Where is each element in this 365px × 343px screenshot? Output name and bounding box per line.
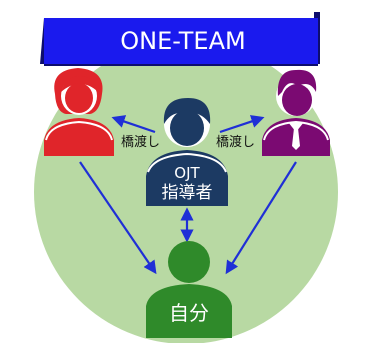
- team-member-left-icon: [44, 68, 114, 156]
- arrow-mentor-to-left: [111, 115, 156, 134]
- banner-title: ONE-TEAM: [120, 27, 245, 55]
- relation-arrows: [79, 115, 297, 275]
- arrow-right-to-self: [225, 161, 297, 275]
- team-member-right-icon: [262, 69, 330, 156]
- self-label: 自分: [169, 301, 209, 325]
- bridge-label-left: 橋渡し: [121, 134, 160, 150]
- one-team-banner: ONE-TEAM: [40, 12, 320, 66]
- bridge-label-right: 橋渡し: [216, 134, 255, 150]
- arrow-left-to-self: [79, 161, 157, 275]
- self-icon: [146, 241, 232, 338]
- mentor-label-line2: 指導者: [162, 183, 213, 203]
- arrow-mentor-to-right: [219, 115, 265, 134]
- ojt-mentor-icon: [146, 98, 228, 206]
- mentor-label-line1: OJT: [174, 164, 200, 182]
